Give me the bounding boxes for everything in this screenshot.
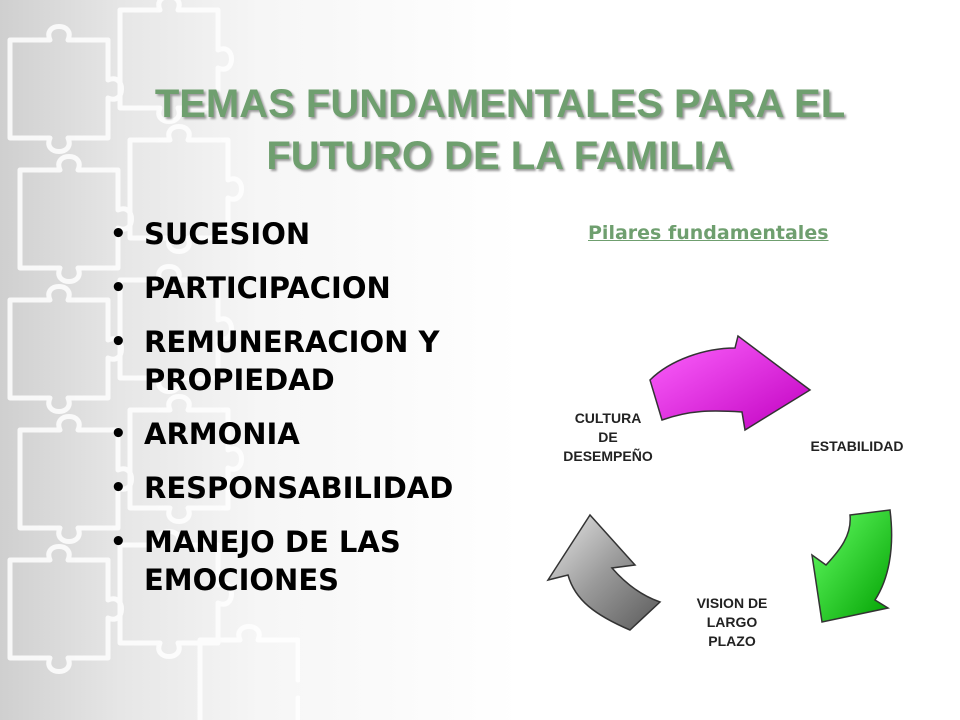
node-vision-de-largo-plazo: VISION DE LARGO PLAZO — [696, 595, 768, 649]
bullet-item: ARMONIA — [110, 415, 530, 453]
node-estabilidad: ESTABILIDAD — [810, 438, 904, 454]
node-cultura-de-desempeno: CULTURA DE DESEMPEÑO — [563, 410, 653, 464]
arrow-cultura-to-estabilidad — [649, 334, 812, 432]
topics-bullet-list: SUCESION PARTICIPACION REMUNERACION YPRO… — [110, 215, 530, 615]
pilares-fundamentales-link[interactable]: Pilares fundamentales — [588, 222, 829, 244]
arrow-estabilidad-to-vision — [810, 509, 893, 623]
bullet-item: RESPONSABILIDAD — [110, 469, 530, 507]
slide-title-line-1: TEMAS FUNDAMENTALES PARA EL — [154, 82, 846, 126]
slide-title: TEMAS FUNDAMENTALES PARA EL FUTURO DE LA… — [60, 78, 940, 182]
bullet-item: PARTICIPACION — [110, 269, 530, 307]
bullet-item: SUCESION — [110, 215, 530, 253]
arrow-vision-to-cultura — [546, 513, 662, 631]
slide-title-line-2: FUTURO DE LA FAMILIA — [266, 134, 734, 178]
